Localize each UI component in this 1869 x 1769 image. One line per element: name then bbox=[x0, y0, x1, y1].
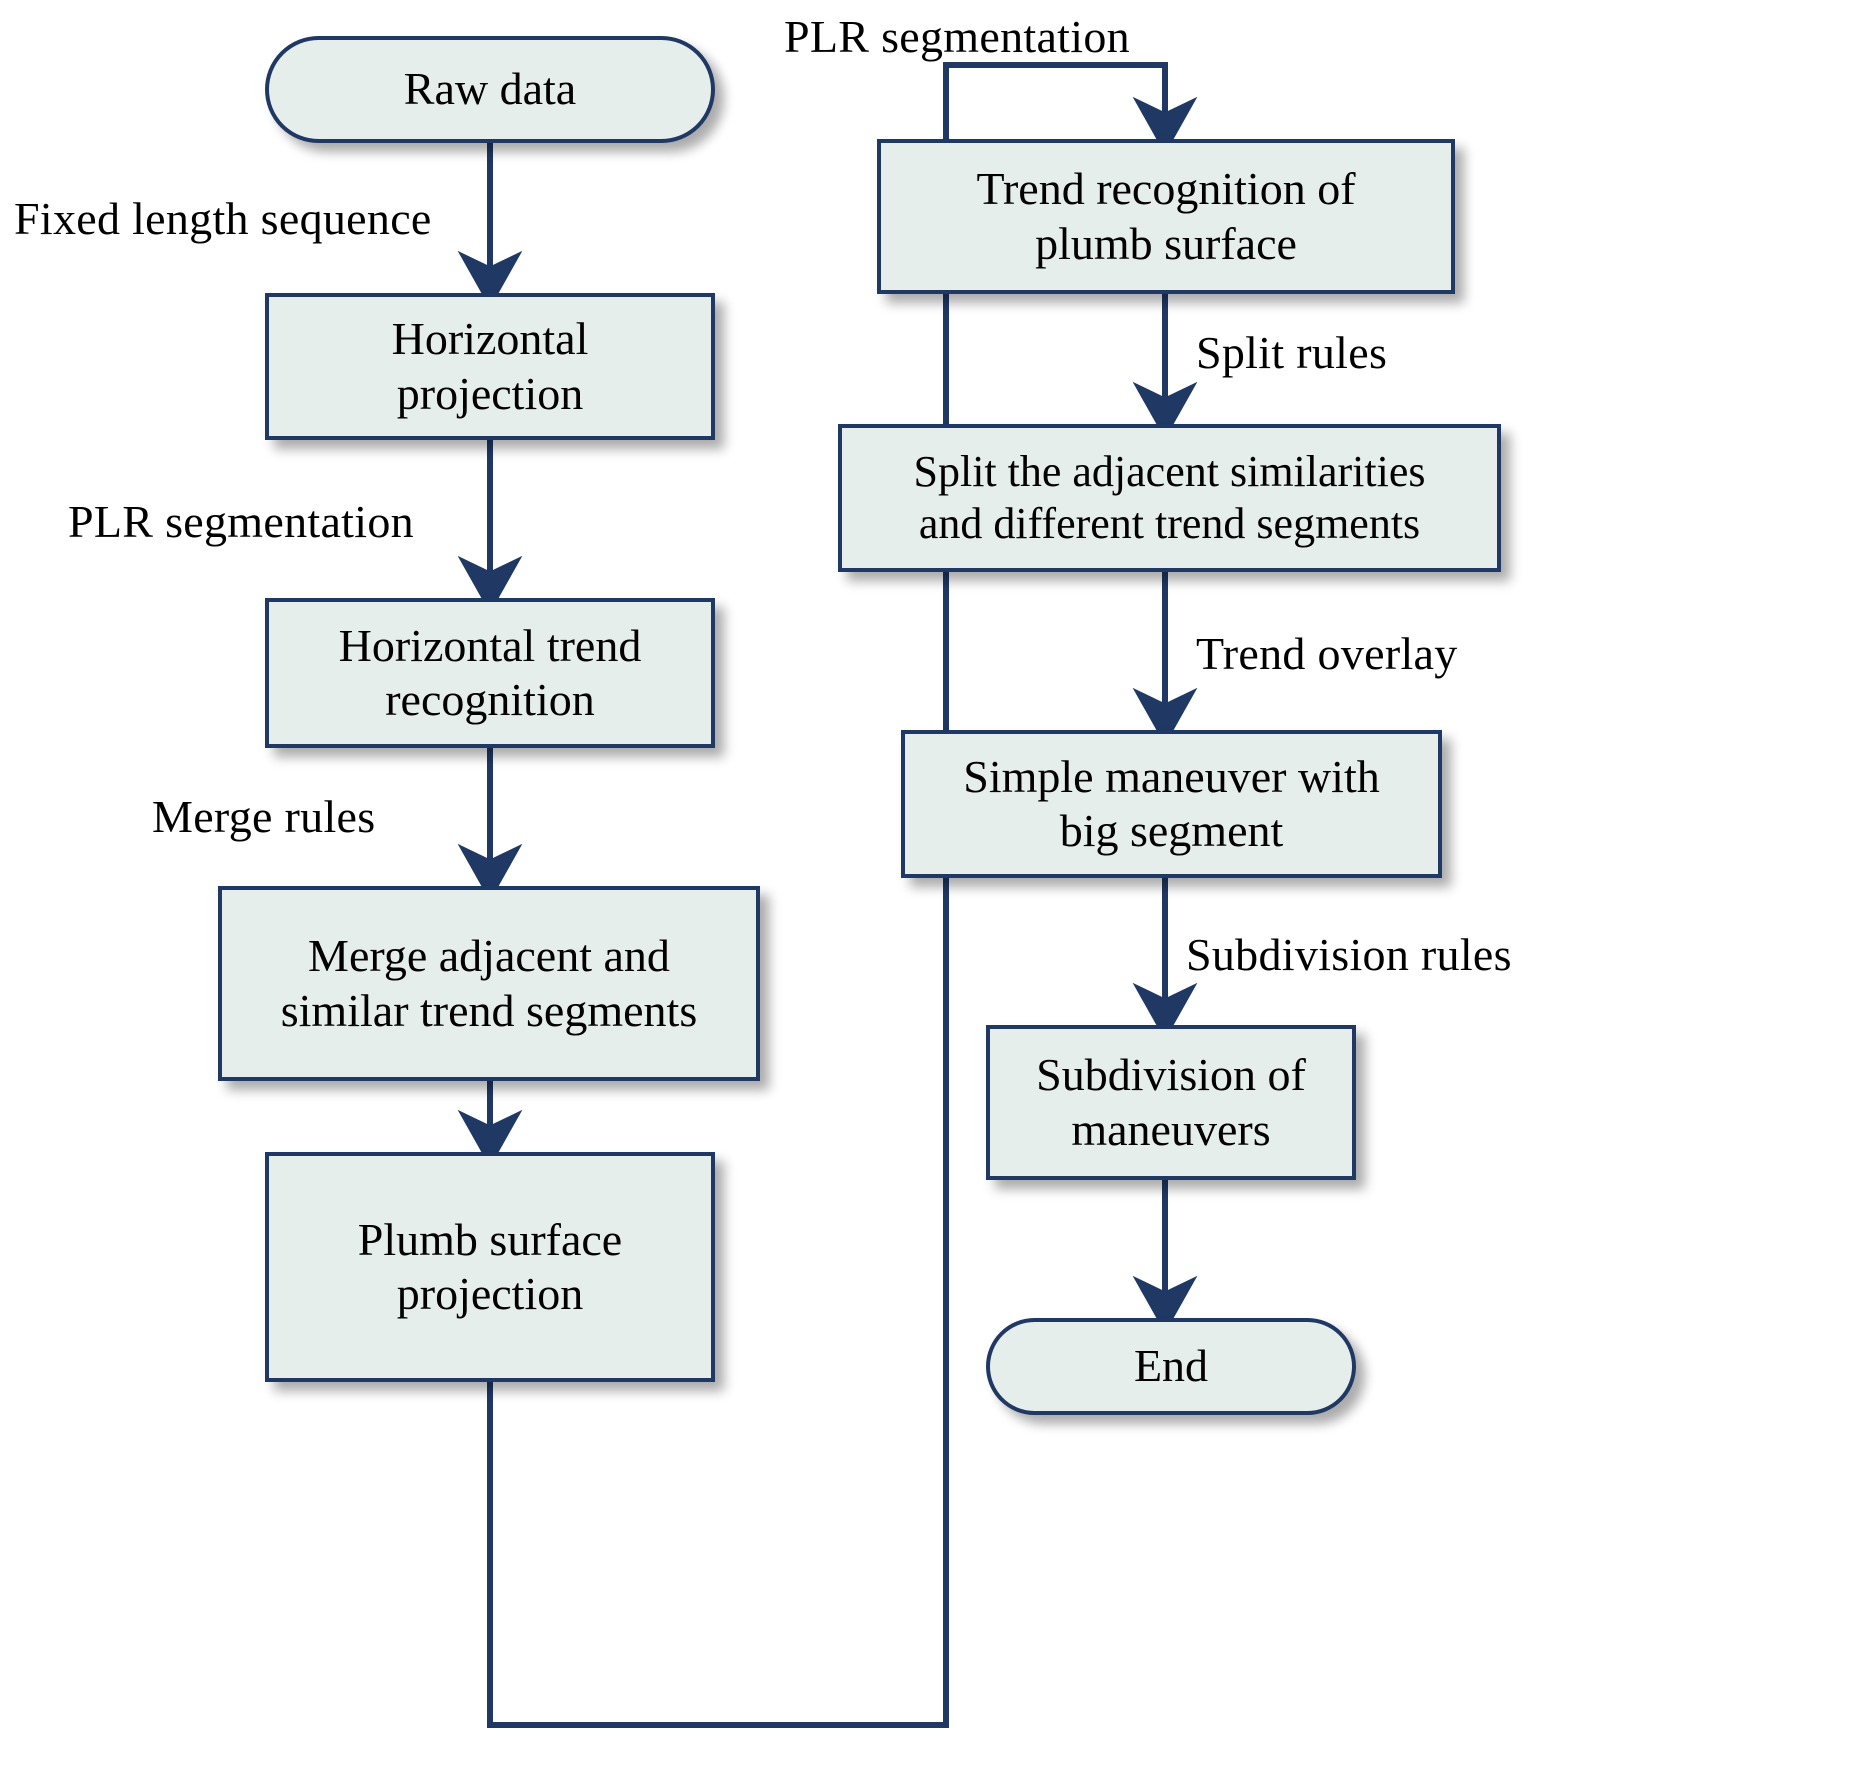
node-simple-maneuver-label: Simple maneuver with big segment bbox=[963, 750, 1380, 856]
node-horizontal-projection-label: Horizontal projection bbox=[391, 313, 589, 419]
edge-label-trend-overlay: Trend overlay bbox=[1196, 628, 1458, 679]
connector-plumb-to-trend-recognition bbox=[487, 62, 1198, 1728]
node-merge-segments[interactable]: Merge adjacent and similar trend segment… bbox=[218, 886, 760, 1081]
edge-label-merge-rules: Merge rules bbox=[152, 791, 376, 842]
node-merge-segments-label: Merge adjacent and similar trend segment… bbox=[280, 930, 698, 1036]
node-simple-maneuver[interactable]: Simple maneuver with big segment bbox=[901, 730, 1442, 878]
node-trend-recognition-plumb-label: Trend recognition of plumb surface bbox=[976, 163, 1356, 269]
node-end-label: End bbox=[1133, 1340, 1209, 1392]
node-subdivision-label: Subdivision of maneuvers bbox=[1036, 1049, 1306, 1155]
node-horizontal-projection[interactable]: Horizontal projection bbox=[265, 293, 715, 440]
node-raw-data-label: Raw data bbox=[403, 63, 577, 115]
node-split-segments[interactable]: Split the adjacent similarities and diff… bbox=[838, 424, 1501, 572]
node-plumb-projection-label: Plumb surface projection bbox=[357, 1213, 623, 1319]
node-plumb-projection[interactable]: Plumb surface projection bbox=[265, 1152, 715, 1382]
node-trend-recognition-plumb[interactable]: Trend recognition of plumb surface bbox=[877, 139, 1455, 294]
node-raw-data[interactable]: Raw data bbox=[265, 36, 715, 143]
edge-label-subdivision-rules: Subdivision rules bbox=[1186, 929, 1512, 980]
edge-label-plr-segmentation-left: PLR segmentation bbox=[68, 496, 414, 547]
node-horizontal-trend-label: Horizontal trend recognition bbox=[338, 619, 642, 725]
edge-label-plr-segmentation-top: PLR segmentation bbox=[784, 11, 1130, 62]
node-subdivision[interactable]: Subdivision of maneuvers bbox=[986, 1025, 1356, 1180]
node-split-segments-label: Split the adjacent similarities and diff… bbox=[913, 447, 1426, 548]
edge-label-split-rules: Split rules bbox=[1196, 327, 1388, 378]
edge-label-fixed-length-sequence: Fixed length sequence bbox=[14, 193, 432, 244]
node-end[interactable]: End bbox=[986, 1318, 1356, 1415]
node-horizontal-trend[interactable]: Horizontal trend recognition bbox=[265, 598, 715, 748]
